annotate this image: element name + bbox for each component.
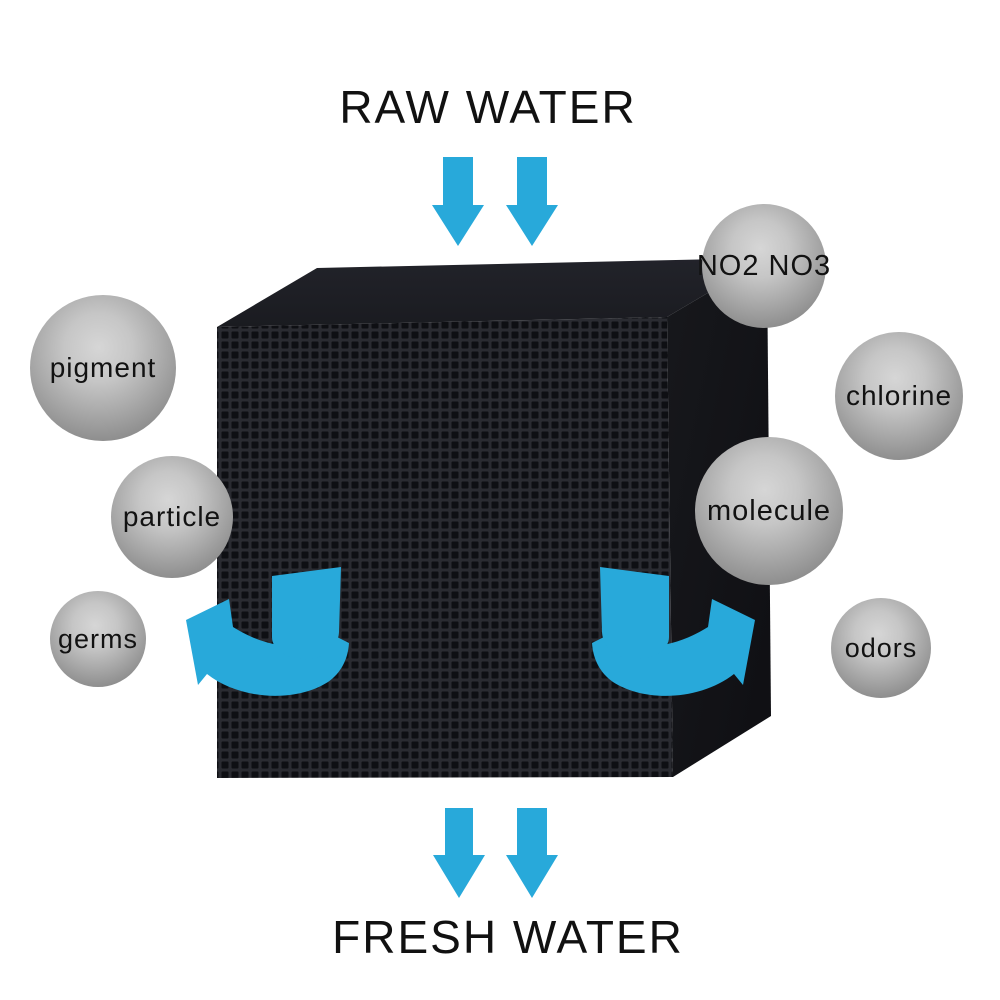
cube-top-face — [217, 258, 767, 327]
raw-water-title: RAW WATER — [339, 81, 637, 133]
down-arrow-icon — [506, 157, 558, 246]
contaminant-label: germs — [57, 623, 138, 654]
contaminant-sphere-pigment: pigment — [30, 295, 176, 441]
cube-front-face — [217, 317, 673, 778]
outflow-arrows — [433, 808, 558, 898]
contaminant-label: particle — [122, 501, 222, 532]
contaminant-sphere-particle: particle — [111, 456, 233, 578]
contaminant-label: molecule — [706, 494, 832, 527]
contaminant-label: pigment — [49, 352, 157, 383]
contaminant-label: NO2 NO3 — [696, 249, 832, 282]
contaminant-label: chlorine — [845, 380, 953, 411]
contaminant-sphere-no2-no3: NO2 NO3 — [697, 204, 830, 328]
contaminant-sphere-odors: odors — [831, 598, 931, 698]
fresh-water-title: FRESH WATER — [332, 911, 684, 963]
contaminant-label: odors — [844, 632, 918, 663]
inflow-arrows — [432, 157, 558, 246]
carbon-cube — [217, 258, 771, 778]
curved-arrow-left-icon — [186, 567, 349, 696]
down-arrow-icon — [432, 157, 484, 246]
contaminant-sphere-chlorine: chlorine — [835, 332, 963, 460]
contaminant-sphere-molecule: molecule — [695, 437, 843, 585]
contaminant-sphere-germs: germs — [50, 591, 146, 687]
down-arrow-icon — [433, 808, 485, 898]
curved-arrow-right-icon — [592, 567, 755, 696]
down-arrow-icon — [506, 808, 558, 898]
